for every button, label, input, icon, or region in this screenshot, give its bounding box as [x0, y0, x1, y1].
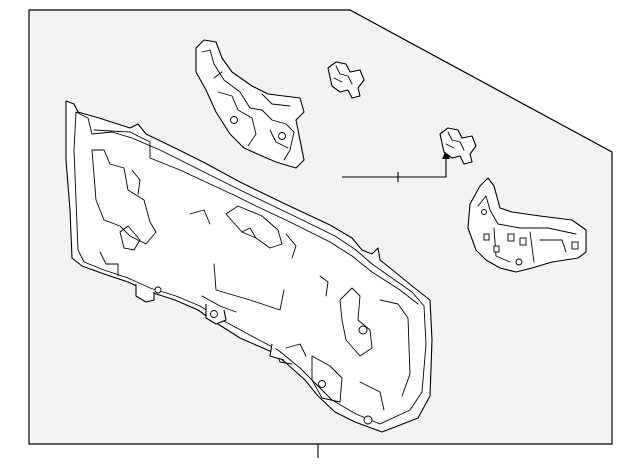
- small-clip-lower: [439, 127, 477, 165]
- bracket-slot-4: [519, 237, 527, 246]
- bracket-slot-1: [483, 233, 490, 241]
- bracket-slot-2: [493, 245, 500, 253]
- bracket-slot-3: [507, 233, 515, 242]
- panel-hole-4: [318, 380, 326, 388]
- panel-hole-2: [210, 310, 218, 318]
- bracket-hole-3: [515, 258, 523, 266]
- leader-line-clip: [342, 150, 450, 182]
- bracket-hole-4: [481, 209, 487, 215]
- small-clip-upper: [327, 61, 365, 99]
- panel-hole-1: [154, 286, 162, 294]
- panel-hole-5: [363, 415, 373, 425]
- bracket-hole-2: [278, 132, 286, 140]
- rear-body-panel: [65, 100, 433, 433]
- bracket-hole-1: [230, 116, 238, 124]
- upper-left-bracket: [195, 39, 305, 169]
- panel-hole-3: [358, 325, 368, 335]
- side-reinforcement-bracket: [467, 177, 587, 273]
- bracket-slot-5: [571, 241, 579, 250]
